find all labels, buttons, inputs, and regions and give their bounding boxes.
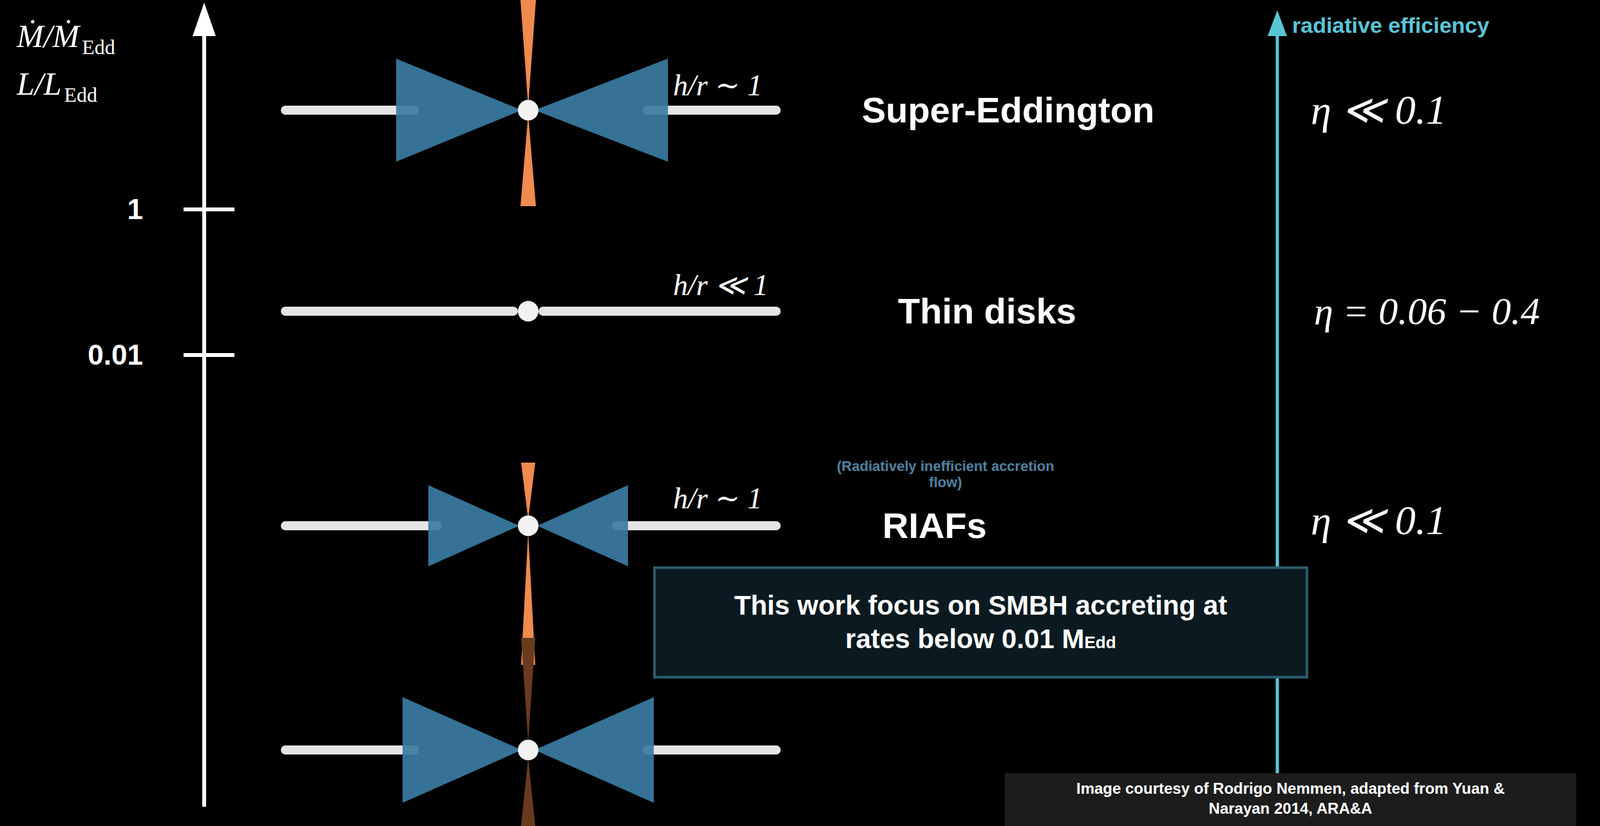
axis-subscript: Edd: [81, 35, 116, 60]
tick-label: 1: [127, 193, 143, 227]
black-hole-dot: [517, 99, 539, 121]
regime-name: RIAFs: [882, 504, 987, 547]
focus-box: This work focus on SMBH accreting at rat…: [653, 566, 1309, 679]
efficiency-value: η ≪ 0.1: [1310, 496, 1447, 545]
regime-name: Thin disks: [897, 290, 1077, 332]
axis-tick: [183, 352, 235, 357]
disk-bar: [280, 521, 442, 531]
black-hole-dot: [517, 739, 539, 761]
disk-bar: [280, 745, 419, 755]
thin-disk: [538, 306, 781, 316]
axis-title: radiative efficiency: [1292, 12, 1490, 39]
black-hole-dot: [517, 515, 539, 536]
thin-disk: [280, 306, 518, 316]
disk-bar: [611, 521, 781, 531]
jet: [520, 114, 536, 207]
credit-text: Image courtesy of Rodrigo Nemmen, adapte…: [1017, 778, 1564, 819]
inflow-triangle: [537, 485, 629, 567]
inflow-triangle: [428, 485, 520, 567]
jet: [521, 637, 536, 743]
axis-subscript: Edd: [64, 83, 98, 107]
axis-tick: [183, 207, 235, 212]
tick-label: 0.01: [87, 338, 143, 372]
axis-label: L/L: [16, 65, 62, 104]
inflow-triangle: [534, 696, 654, 803]
aspect-ratio: h/r ∼ 1: [673, 68, 762, 104]
jet: [521, 757, 536, 826]
inflow-triangle: [402, 696, 522, 803]
aspect-ratio: h/r ∼ 1: [673, 481, 762, 516]
regime-note: (Radiatively inefficient accretion flow): [836, 457, 1056, 491]
credit-box: Image courtesy of Rodrigo Nemmen, adapte…: [1004, 772, 1577, 826]
jet: [520, 0, 536, 107]
regime-name: Super-Eddington: [861, 89, 1155, 131]
axis-line: [202, 32, 207, 807]
focus-text: This work focus on SMBH accreting at rat…: [709, 588, 1252, 657]
inflow-triangle: [396, 58, 522, 162]
focus-sentence: This work focus on SMBH accreting at rat…: [734, 590, 1228, 655]
black-hole-dot: [517, 300, 539, 322]
efficiency-value: η ≪ 0.1: [1310, 86, 1447, 134]
axis-arrowhead: [192, 2, 216, 37]
aspect-ratio: h/r ≪ 1: [673, 268, 769, 303]
jet: [521, 462, 536, 520]
focus-subscript: Edd: [1084, 632, 1116, 652]
disk-bar: [642, 745, 781, 755]
axis-label: Ṁ/Ṁ: [16, 18, 80, 56]
inflow-triangle: [534, 58, 668, 162]
efficiency-value: η = 0.06 − 0.4: [1314, 289, 1541, 334]
efficiency-arrowhead: [1267, 10, 1287, 37]
